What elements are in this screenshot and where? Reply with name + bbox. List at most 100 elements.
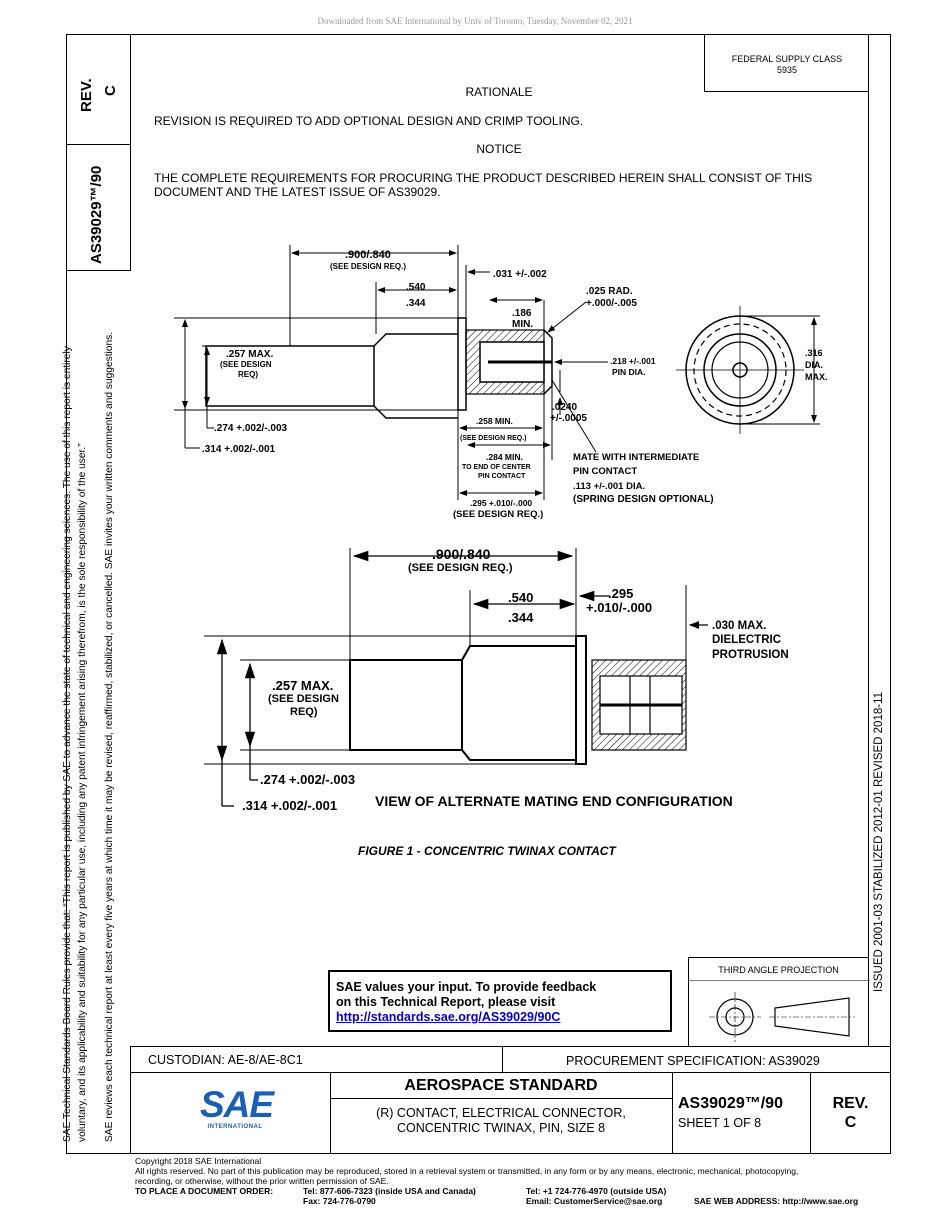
- fsc-label: FEDERAL SUPPLY CLASS: [731, 54, 843, 64]
- alt-view-title: VIEW OF ALTERNATE MATING END CONFIGURATI…: [375, 793, 733, 809]
- top-dim-025-tol: +.000/-.005: [586, 298, 637, 309]
- top-dim-0240: .0240: [552, 402, 577, 413]
- top-side-view: [174, 245, 553, 500]
- bottom-dim-030: .030 MAX.: [712, 620, 766, 632]
- mate-line3: .113 +/-.001 DIA.: [573, 481, 645, 492]
- bottom-dim-257-note2: REQ): [290, 706, 318, 718]
- sae-logo-text: SAE: [200, 1084, 274, 1125]
- footer-web-address[interactable]: SAE WEB ADDRESS: http://www.sae.org: [694, 1196, 859, 1206]
- top-dim-257: .257 MAX.: [226, 349, 273, 360]
- mate-line1: MATE WITH INTERMEDIATE: [573, 452, 699, 463]
- projection-symbol-icon: [689, 980, 870, 1042]
- top-dim-295-note: (SEE DESIGN REQ.): [453, 509, 543, 520]
- footer-tel-us: Tel: 877-606-7323 (inside USA and Canada…: [303, 1186, 476, 1196]
- title-block-mid-rule: [502, 1046, 503, 1072]
- bottom-side-view: [204, 548, 687, 765]
- figure-caption: FIGURE 1 - CONCENTRIC TWINAX CONTACT: [358, 844, 616, 858]
- title-block-rev-rule: [810, 1072, 811, 1154]
- bottom-dimension-lines: [216, 550, 708, 807]
- footer: Copyright 2018 SAE International All rig…: [135, 1156, 895, 1186]
- title-block-standard-rule: [330, 1098, 672, 1099]
- top-dim-258: .258 MIN.: [476, 416, 513, 426]
- footer-rights2: recording, or otherwise, without the pri…: [135, 1176, 389, 1186]
- title-block-docnum-rule: [672, 1072, 673, 1154]
- top-dim-186: .186: [512, 308, 532, 319]
- feedback-line2: on this Technical Report, please visit: [336, 995, 556, 1009]
- bottom-dim-257-note1: (SEE DESIGN: [268, 693, 339, 705]
- page-frame: [66, 34, 891, 1154]
- top-dim-344: .344: [406, 298, 426, 309]
- left-column-rule: [66, 144, 131, 145]
- title-block-top-rule: [130, 1046, 891, 1047]
- footer-email[interactable]: Email: CustomerService@sae.org: [526, 1196, 663, 1206]
- sae-logo-subtext: INTERNATIONAL: [207, 1124, 263, 1130]
- procurement-spec: PROCUREMENT SPECIFICATION: AS39029: [566, 1054, 820, 1068]
- bottom-dim-314: .314 +.002/-.001: [242, 798, 337, 813]
- bottom-dim-295-tol: +.010/-.000: [586, 600, 652, 615]
- top-dim-031: .031 +/-.002: [493, 269, 547, 280]
- custodian: CUSTODIAN: AE-8/AE-8C1: [148, 1053, 303, 1067]
- bottom-dim-274: .274 +.002/-.003: [260, 772, 355, 787]
- feedback-link[interactable]: http://standards.sae.org/AS39029/90C: [336, 1010, 561, 1024]
- rationale-text: REVISION IS REQUIRED TO ADD OPTIONAL DES…: [154, 114, 584, 128]
- top-dim-0240-tol: +/-.0005: [550, 413, 587, 424]
- top-dimension-lines: [182, 250, 608, 496]
- top-dim-284: .284 MIN.: [486, 452, 523, 462]
- title-block-rev-label: REV.: [832, 1095, 869, 1112]
- bottom-dim-overall-note: (SEE DESIGN REQ.): [408, 562, 513, 574]
- notice-text-line2: DOCUMENT AND THE LATEST ISSUE OF AS39029…: [154, 185, 441, 199]
- footer-fax: Fax: 724-776-0790: [303, 1196, 376, 1206]
- title-block-row-rule: [130, 1072, 891, 1073]
- top-dim-258-note: (SEE DESIGN REQ.): [460, 435, 527, 442]
- mate-line4: (SPRING DESIGN OPTIONAL): [573, 494, 714, 505]
- bottom-dim-030-l3: PROTRUSION: [712, 649, 789, 661]
- top-dim-257-note1: (SEE DESIGN: [220, 360, 272, 369]
- title-block-rev: REV. C: [810, 1094, 891, 1132]
- bottom-dim-257: .257 MAX.: [272, 678, 333, 693]
- footer-copyright: Copyright 2018 SAE International: [135, 1156, 262, 1166]
- rationale-title: RATIONALE: [465, 85, 533, 99]
- top-dim-overall-note: (SEE DESIGN REQ.): [330, 262, 406, 271]
- document-title-line1: (R) CONTACT, ELECTRICAL CONNECTOR,: [376, 1106, 626, 1120]
- top-dim-540: .540: [406, 282, 426, 293]
- projection-label: THIRD ANGLE PROJECTION: [718, 965, 839, 975]
- title-block-logo-rule: [330, 1072, 331, 1154]
- right-column-divider: [868, 34, 869, 1046]
- top-dim-overall: .900/.840: [345, 249, 391, 261]
- bottom-dim-030-l2: DIELECTRIC: [712, 634, 781, 646]
- top-dim-284-note2: PIN CONTACT: [478, 473, 526, 480]
- third-angle-projection-box: THIRD ANGLE PROJECTION: [688, 957, 870, 1047]
- notice-text-line1: THE COMPLETE REQUIREMENTS FOR PROCURING …: [154, 171, 813, 185]
- top-dim-316: .316: [805, 348, 823, 358]
- title-block-doc-number: AS39029™/90: [678, 1095, 783, 1112]
- sae-logo: SAE INTERNATIONAL: [200, 1084, 274, 1131]
- top-dim-316-max: MAX.: [805, 372, 828, 382]
- notice-title: NOTICE: [476, 142, 522, 156]
- top-dim-274: .274 +.002/-.003: [214, 423, 288, 434]
- top-dim-284-note1: TO END OF CENTER: [462, 464, 531, 471]
- footer-tel-intl: Tel: +1 724-776-4970 (outside USA): [526, 1186, 667, 1196]
- bottom-dim-295: .295: [608, 586, 633, 601]
- mate-line2: PIN CONTACT: [573, 466, 637, 477]
- federal-supply-class-box: FEDERAL SUPPLY CLASS 5935: [704, 34, 869, 92]
- top-dim-316-dia: DIA.: [805, 360, 823, 370]
- left-column-divider: [130, 34, 131, 270]
- bottom-dim-540: .540: [508, 590, 533, 605]
- footer-rights1: All rights reserved. No part of this pub…: [135, 1166, 799, 1176]
- top-dim-186-min: MIN.: [512, 319, 533, 330]
- top-dim-025: .025 RAD.: [586, 286, 633, 297]
- top-dim-218-note: PIN DIA.: [612, 367, 646, 377]
- top-dim-257-note2: REQ): [238, 370, 258, 379]
- top-dim-218: .218 +/-.001: [610, 356, 656, 366]
- feedback-line1: SAE values your input. To provide feedba…: [336, 980, 597, 994]
- title-block-left-rule: [130, 1046, 131, 1154]
- download-notice: Downloaded from SAE International by Uni…: [317, 16, 633, 26]
- bottom-dim-overall: .900/.840: [432, 546, 491, 562]
- end-view: [676, 306, 820, 434]
- feedback-box: SAE values your input. To provide feedba…: [328, 970, 672, 1032]
- fsc-value: 5935: [776, 65, 798, 75]
- top-dim-314: .314 +.002/-.001: [202, 444, 276, 455]
- top-dim-295: .295 +.010/-.000: [470, 498, 532, 508]
- bottom-dim-344: .344: [508, 610, 534, 625]
